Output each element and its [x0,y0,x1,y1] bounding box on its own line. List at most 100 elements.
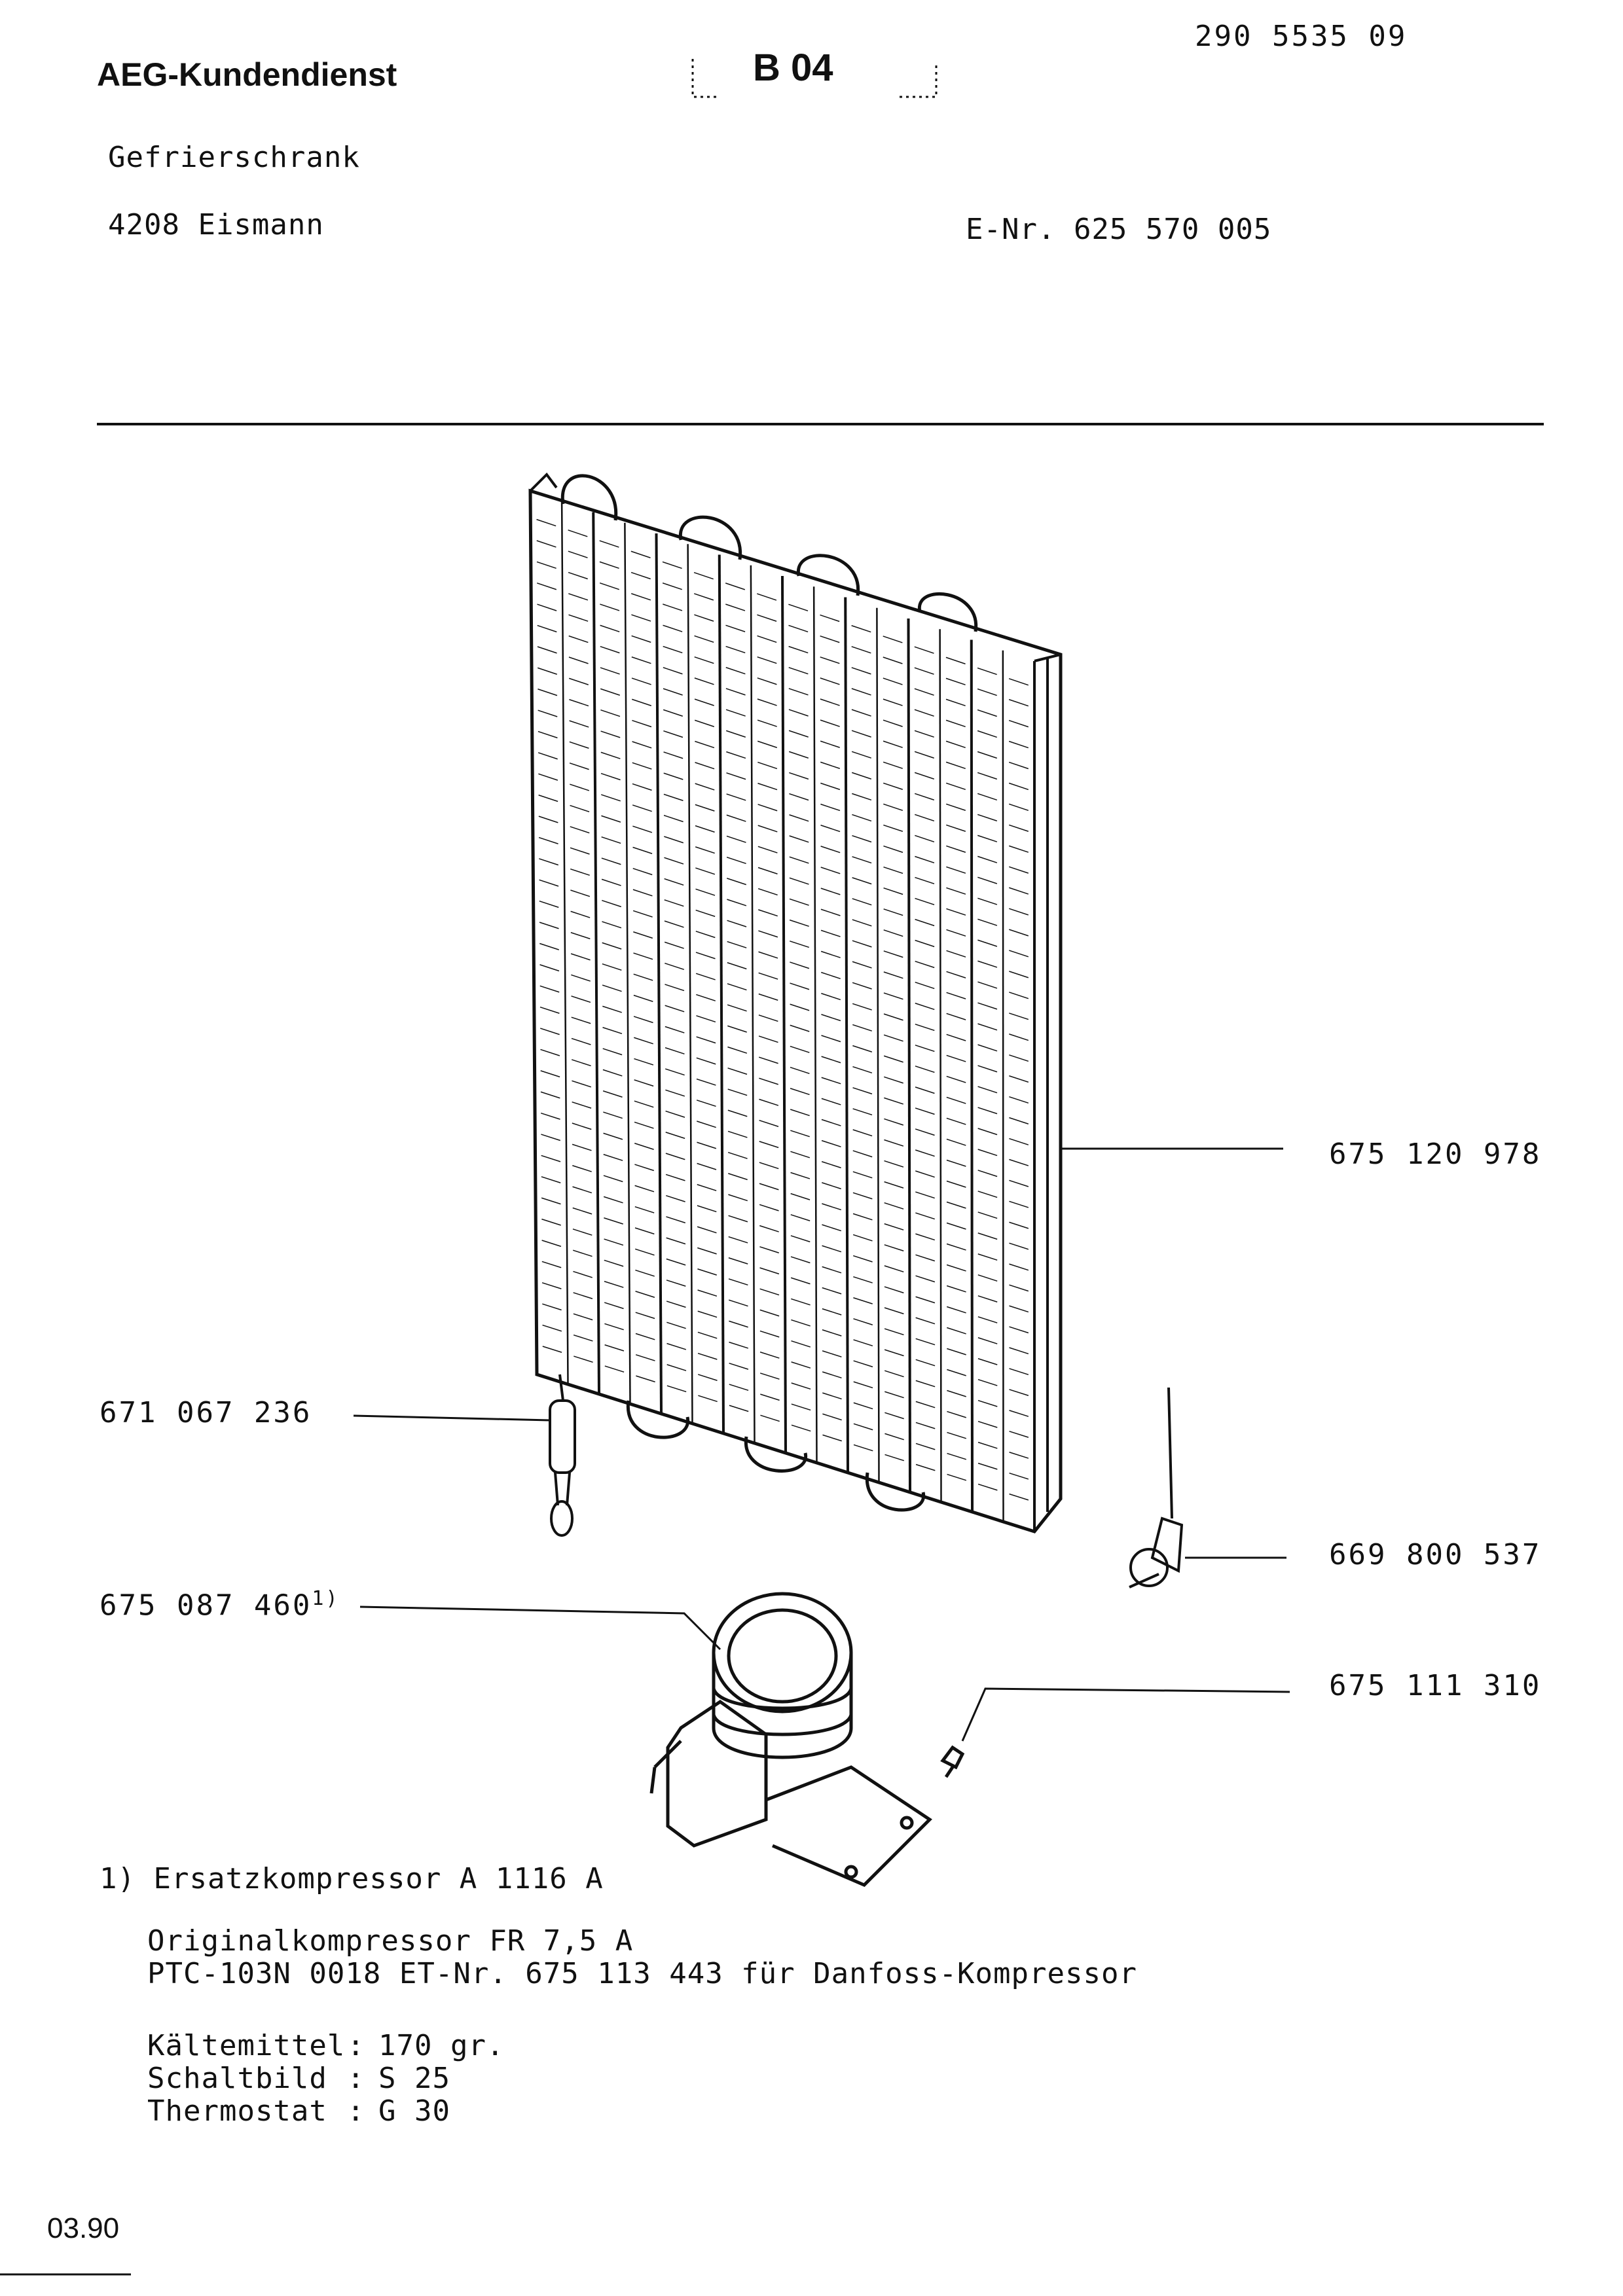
evaporator-hatch [537,583,557,590]
evaporator-hatch [822,1350,842,1357]
evaporator-hatch [852,1255,873,1263]
evaporator-hatch [759,1246,779,1253]
evaporator-hatch [570,847,590,855]
evaporator-hatch [726,751,746,759]
evaporator-hatch [665,1047,685,1055]
evaporator-ribs [536,501,1029,1522]
evaporator-hatch [696,1078,716,1086]
evaporator-hatch [790,1109,810,1117]
evaporator-hatch [1009,1200,1029,1208]
evaporator-hatch [695,952,716,960]
evaporator-hatch [662,583,683,590]
evaporator-hatch [541,1218,561,1226]
evaporator-hatch [635,1333,655,1340]
evaporator-hatch [822,1266,842,1274]
evaporator-hatch [884,1307,904,1315]
evaporator-hatch [851,772,872,780]
evaporator-hatch [758,1056,778,1064]
evaporator-hatch [728,1194,748,1202]
evaporator-hatch [820,825,841,833]
evaporator-hatch [757,825,778,833]
evaporator-hatch [884,1181,904,1189]
evaporator-hatch [572,1122,592,1130]
evaporator-hatch [568,571,588,580]
evaporator-hatch [569,741,589,749]
spec-sep-thermostat: : [347,2094,365,2128]
part-label-evaporator: 675 120 978 [1329,1138,1542,1171]
evaporator-hatch [695,973,716,980]
evaporator-hatch [631,677,651,685]
evaporator-hatch [665,1026,685,1033]
evaporator-hatch [790,941,809,948]
evaporator-hatch [538,709,558,717]
evaporator-hatch [821,993,841,1001]
evaporator-rib [939,629,942,1503]
evaporator-hatch [1009,1263,1029,1271]
evaporator-hatch [601,857,621,865]
evaporator-hatch [915,897,935,906]
evaporator-hatch [759,1309,780,1317]
evaporator-hatch [820,867,841,874]
spec-value-thermostat: G 30 [378,2094,450,2128]
evaporator-hatch [946,929,966,937]
evaporator-hatch [633,931,653,939]
evaporator-hatch [697,1331,718,1339]
evaporator-hatch [727,1109,748,1117]
evaporator-hatch [726,772,746,780]
evaporator-hatch [634,1121,654,1129]
evaporator-hatch [758,951,778,959]
evaporator-hatch [977,939,998,947]
evaporator-hatch [853,1318,873,1325]
evaporator-hatch [821,1139,841,1147]
evaporator-hatch [914,751,934,759]
evaporator-hatch [790,1235,811,1243]
evaporator-hatch [695,931,716,939]
evaporator-hatch [884,1433,904,1441]
evaporator-hatch [884,1160,904,1168]
evaporator-hatch [728,1236,748,1244]
evaporator-hatch [853,1276,873,1283]
evaporator-hatch [634,1164,655,1172]
evaporator-rib [876,607,880,1483]
evaporator-hatch [725,709,746,717]
evaporator-hatch [538,689,558,696]
evaporator-hatch [977,1316,998,1323]
evaporator-hatch [540,1049,560,1056]
evaporator-hatch [633,952,653,960]
evaporator-hatch [790,1172,811,1179]
evaporator-hatch [570,910,591,918]
evaporator-hatch [726,835,746,843]
evaporator-hatch [568,550,588,558]
evaporator-hatch [538,816,558,823]
evaporator-hatch [635,1354,655,1361]
evaporator-hatch [946,1243,966,1251]
evaporator-hatch [790,1256,811,1264]
evaporator-hatch [822,1329,842,1336]
evaporator-hatch [946,1075,966,1083]
evaporator-hatch [915,1003,935,1011]
evaporator-hatch [541,1282,562,1289]
evaporator-hatch [853,1339,873,1347]
evaporator-hatch [572,1143,592,1151]
evaporator-hatch [853,1381,873,1389]
evaporator-hatch [537,667,558,675]
evaporator-hatch [789,835,809,843]
evaporator-hatch [914,793,935,800]
evaporator-hatch [698,1395,718,1403]
evaporator-hatch [757,761,778,770]
evaporator-hatch [632,889,653,897]
evaporator-hatch [759,1183,779,1191]
evaporator-hatch [946,1117,966,1125]
spec-label-thermostat: Thermostat [147,2094,327,2128]
evaporator-hatch [915,1401,936,1408]
evaporator-hatch [853,1423,873,1431]
evaporator-hatch [695,740,715,749]
evaporator-hatch [600,794,621,802]
evaporator-hatch [697,1310,718,1318]
evaporator-hatch [790,1193,811,1200]
evaporator-hatch [568,593,589,601]
evaporator-hatch [852,898,872,906]
evaporator-hatch [946,887,966,895]
evaporator-hatch [636,1375,655,1383]
